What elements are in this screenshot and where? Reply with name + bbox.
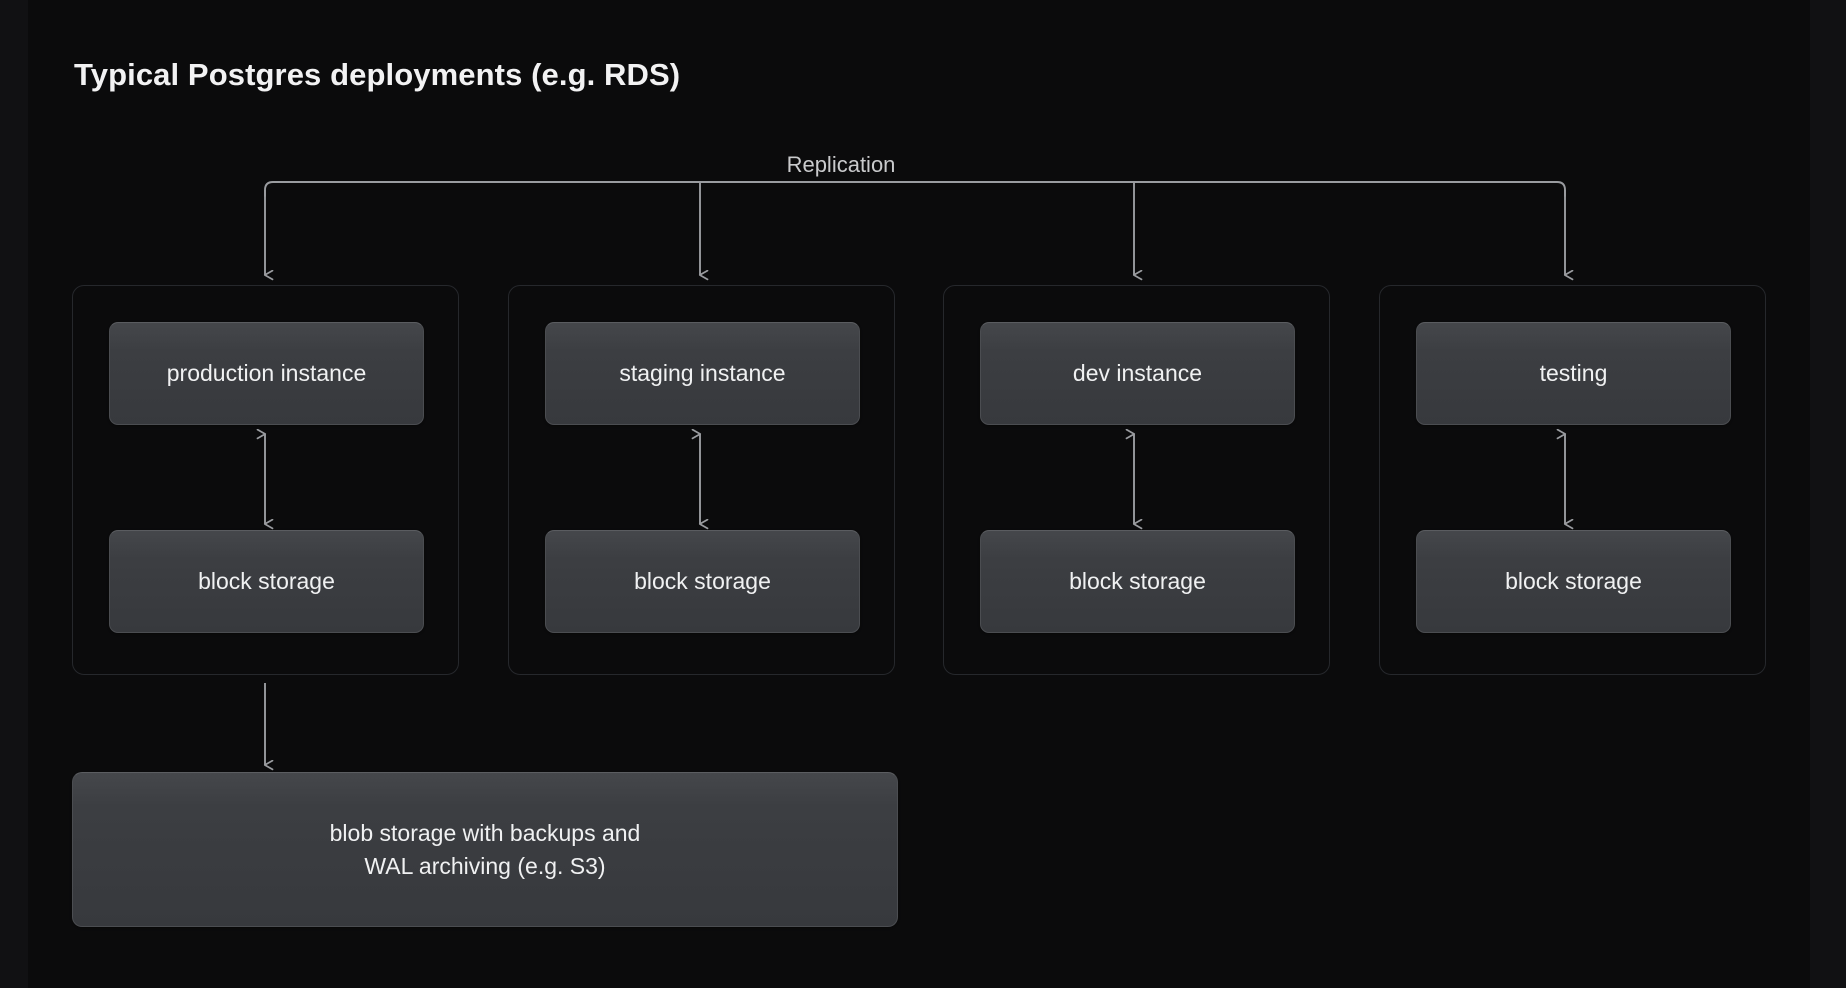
node-testing-instance[interactable]: testing xyxy=(1416,322,1731,425)
node-blob-storage[interactable]: blob storage with backups and WAL archiv… xyxy=(72,772,898,927)
deployment-group-production: production instance block storage xyxy=(72,285,459,675)
node-dev-instance[interactable]: dev instance xyxy=(980,322,1295,425)
node-production-instance[interactable]: production instance xyxy=(109,322,424,425)
deployment-group-testing: testing block storage xyxy=(1379,285,1766,675)
node-testing-block-storage[interactable]: block storage xyxy=(1416,530,1731,633)
blob-storage-line-2: WAL archiving (e.g. S3) xyxy=(364,852,606,879)
node-production-block-storage[interactable]: block storage xyxy=(109,530,424,633)
node-staging-instance[interactable]: staging instance xyxy=(545,322,860,425)
node-dev-block-storage[interactable]: block storage xyxy=(980,530,1295,633)
page-title: Typical Postgres deployments (e.g. RDS) xyxy=(74,57,681,92)
replication-label: Replication xyxy=(786,152,896,177)
blob-storage-line-1: blob storage with backups and xyxy=(329,819,641,846)
node-staging-block-storage[interactable]: block storage xyxy=(545,530,860,633)
deployment-group-dev: dev instance block storage xyxy=(943,285,1330,675)
deployment-group-staging: staging instance block storage xyxy=(508,285,895,675)
